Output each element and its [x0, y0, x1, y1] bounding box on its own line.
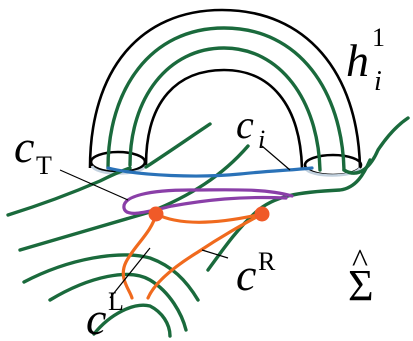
handle-outer-arch — [88, 8, 362, 169]
green-lower-curve-3 — [92, 303, 172, 338]
leader-cR — [201, 249, 229, 259]
green-through-right-point — [206, 158, 372, 272]
cR-label-sup: R — [258, 247, 276, 276]
ci-label-sub: i — [258, 125, 265, 154]
handle-label-sup: 1 — [372, 23, 385, 52]
cL-label-sup: L — [108, 287, 124, 316]
leader-cL — [109, 247, 151, 299]
cL-label-main: c — [86, 293, 106, 341]
orange-curves — [121, 212, 264, 300]
leader-lines — [59, 145, 291, 299]
curve-connector — [154, 212, 264, 224]
ci-label-main: c — [236, 102, 254, 147]
leader-ci — [261, 145, 291, 171]
handle-label-sub: i — [374, 66, 382, 97]
surface-hat: ^ — [352, 243, 368, 280]
curve-cL — [121, 212, 158, 300]
attaching-disc-right — [303, 167, 362, 177]
green-arch-outer — [106, 26, 346, 172]
curve-cT — [122, 188, 294, 215]
curve-ci — [106, 166, 314, 178]
cT-label-main: c — [14, 121, 34, 172]
leader-cT — [59, 169, 129, 201]
handle-label-main: h — [346, 35, 369, 86]
green-right-exit — [342, 116, 410, 175]
green-inner-short — [144, 122, 212, 169]
green-left-diagonal — [6, 166, 132, 217]
surface-label: Σ — [348, 261, 374, 310]
point-right — [254, 206, 270, 222]
point-left — [148, 206, 164, 222]
green-lower-curve-1 — [22, 253, 200, 302]
cT-label-sub: T — [36, 151, 52, 180]
handle-inner-arch — [144, 68, 304, 169]
curve-cR — [146, 212, 264, 300]
green-lower-curve-2 — [48, 272, 188, 332]
cR-label-main: c — [236, 249, 256, 300]
green-arch-inner — [128, 46, 322, 172]
